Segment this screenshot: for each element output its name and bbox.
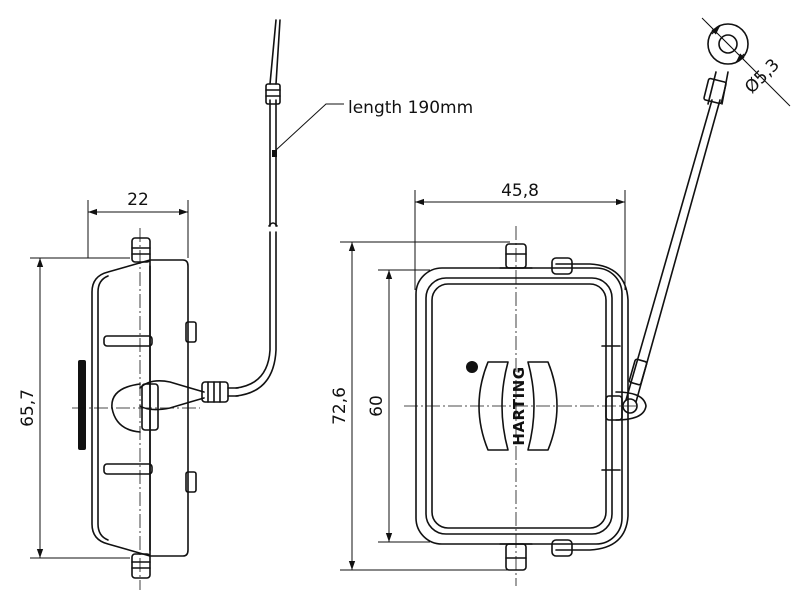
side-width-dimension: 22 — [87, 190, 189, 258]
front-inner-height-label: 60 — [367, 395, 387, 417]
side-cable — [235, 231, 277, 397]
front-view: 45,8 72,6 60 — [330, 17, 791, 586]
cable-length-callout: length 190mm — [275, 98, 473, 151]
front-width-label: 45,8 — [501, 181, 539, 201]
side-seal-strip — [78, 360, 86, 450]
front-outer-height-dimension: 72,6 — [330, 241, 510, 571]
front-inner-height-dimension: 60 — [367, 269, 430, 543]
side-view: 22 65,7 — [18, 19, 473, 590]
logo-wordmark: HARTING — [510, 366, 528, 445]
side-cable-ferrule — [201, 381, 239, 403]
front-cable — [625, 99, 721, 403]
side-bottom-screw — [131, 553, 151, 579]
side-cable-end — [265, 19, 281, 105]
ring-terminal-eyelet — [703, 21, 751, 105]
harting-logo: HARTING — [466, 361, 558, 451]
eyelet-hole-label: Ø5,3 — [741, 55, 784, 98]
cable-length-label: length 190mm — [348, 98, 473, 118]
front-width-dimension: 45,8 — [414, 181, 626, 290]
side-height-label: 65,7 — [18, 389, 38, 427]
side-width-label: 22 — [127, 190, 149, 210]
front-outer-height-label: 72,6 — [330, 387, 350, 425]
eyelet-hole-dimension: Ø5,3 — [701, 17, 791, 107]
side-top-screw — [131, 237, 151, 263]
front-cable-clamp — [605, 391, 647, 421]
side-height-dimension: 65,7 — [18, 257, 130, 559]
